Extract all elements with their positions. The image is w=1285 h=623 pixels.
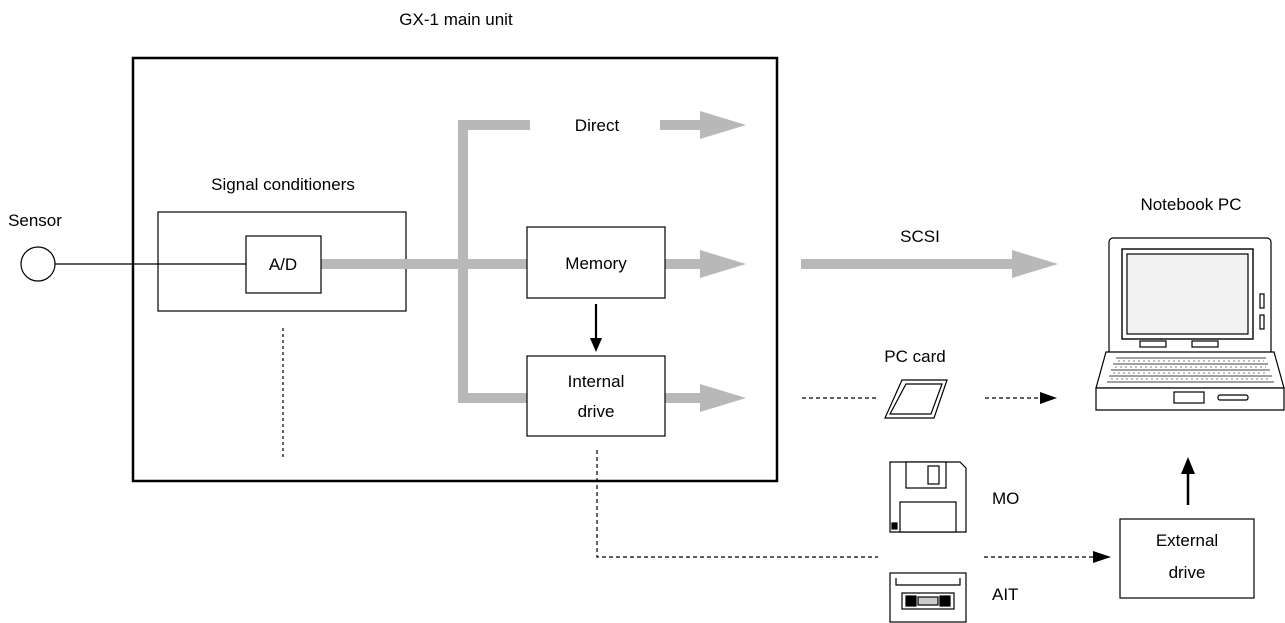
pc-card-icon bbox=[884, 379, 948, 419]
ait-tape-icon bbox=[889, 572, 967, 623]
data-path-arrowheads bbox=[700, 111, 1058, 412]
drive-to-external-dotted bbox=[596, 450, 878, 558]
memory-to-drive-arrowhead bbox=[590, 338, 602, 352]
external-drive-box bbox=[1119, 518, 1255, 599]
memory-box bbox=[526, 226, 666, 299]
pc-card-label: PC card bbox=[884, 347, 945, 366]
drive-arrowhead bbox=[700, 384, 746, 412]
sensor-label: Sensor bbox=[8, 211, 62, 230]
internal-drive-label-line1: Internal bbox=[568, 372, 625, 391]
data-path-group bbox=[321, 120, 1018, 403]
external-to-notebook-arrowhead bbox=[1181, 457, 1195, 474]
scsi-arrowhead bbox=[1012, 250, 1058, 278]
notebook-pc-icon bbox=[1095, 237, 1285, 411]
pccard-to-notebook-arrowhead bbox=[1040, 392, 1057, 404]
memory-arrowhead bbox=[700, 250, 746, 278]
notebook-pc-label: Notebook PC bbox=[1140, 195, 1241, 214]
adc-box bbox=[245, 235, 322, 294]
direct-label: Direct bbox=[575, 116, 620, 135]
adc-label: A/D bbox=[269, 255, 297, 274]
external-drive-label-line2: drive bbox=[1169, 563, 1206, 582]
scsi-label: SCSI bbox=[900, 227, 940, 246]
memory-label: Memory bbox=[565, 254, 627, 273]
main-unit-box bbox=[131, 56, 779, 483]
main-unit-title: GX-1 main unit bbox=[399, 10, 513, 29]
data-path-bus bbox=[458, 120, 530, 403]
media-to-external-arrowhead bbox=[1093, 551, 1111, 563]
internal-drive-label-line2: drive bbox=[578, 402, 615, 421]
internal-drive-box bbox=[526, 355, 666, 437]
ait-label: AIT bbox=[992, 585, 1018, 604]
external-drive-label-line1: External bbox=[1156, 531, 1218, 550]
direct-arrowhead bbox=[700, 111, 746, 139]
sensor-circle-icon bbox=[20, 246, 56, 282]
mo-label: MO bbox=[992, 489, 1019, 508]
signal-conditioners-label: Signal conditioners bbox=[211, 175, 355, 194]
mo-disk-icon bbox=[889, 461, 967, 533]
